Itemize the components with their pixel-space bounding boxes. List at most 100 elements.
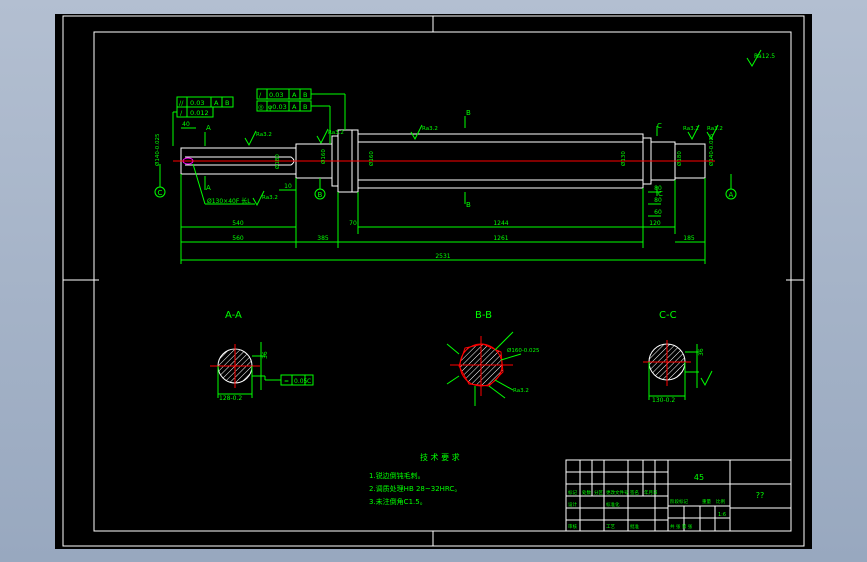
svg-text:标准化: 标准化 <box>606 501 620 508</box>
svg-text:A: A <box>292 91 297 99</box>
roughness-marks <box>244 124 719 207</box>
dimension-lines <box>180 127 706 264</box>
svg-text:80: 80 <box>654 197 662 204</box>
svg-text:C-C: C-C <box>659 310 677 321</box>
title-material: 45 <box>694 473 704 482</box>
title-scale: 1:6 <box>718 512 726 518</box>
svg-text:Ra3.2: Ra3.2 <box>256 132 272 138</box>
svg-text:Ø130×40F 长L: Ø130×40F 长L <box>207 197 251 205</box>
tolerance-frame-mid-text: / 0.03 A B ◎ φ0.03 A B <box>258 91 307 111</box>
svg-text:0.05: 0.05 <box>294 378 308 385</box>
svg-text:阶段标记: 阶段标记 <box>670 498 688 505</box>
svg-text:更改文件号: 更改文件号 <box>606 489 629 496</box>
roughness-general: Ra12.5 <box>746 49 775 67</box>
svg-text:C: C <box>158 189 163 197</box>
datum-b-mid: B <box>314 178 326 200</box>
svg-text:185: 185 <box>683 235 695 242</box>
datum-a-right: A <box>725 174 737 200</box>
svg-text:C: C <box>657 122 662 130</box>
section-cut-labels: A A B B C C <box>204 109 663 209</box>
svg-text:签名: 签名 <box>630 489 639 496</box>
svg-text:B: B <box>303 91 307 99</box>
inner-frame <box>93 31 792 532</box>
dimension-values: 540 560 385 1244 1261 120 185 2531 10 70… <box>182 121 695 260</box>
svg-text:B: B <box>225 99 229 107</box>
svg-text:审核: 审核 <box>568 523 577 530</box>
svg-text:Ø160: Ø160 <box>368 151 375 166</box>
title-drawing-no: ?? <box>756 491 765 500</box>
section-titles: A-A B-B C-C <box>225 310 677 321</box>
outer-frame <box>62 15 805 547</box>
note-line-3: 3.未注倒角C1.5。 <box>369 497 427 506</box>
svg-text:工艺: 工艺 <box>606 524 615 530</box>
svg-text:/: / <box>259 91 262 99</box>
svg-text:批准: 批准 <box>630 523 639 530</box>
drawing-sheet: Ra12.5 <box>62 15 805 547</box>
svg-text:共 张 第 张: 共 张 第 张 <box>670 523 693 530</box>
svg-text:130-0.2: 130-0.2 <box>652 397 675 404</box>
svg-text:40: 40 <box>182 121 190 128</box>
svg-text:Ø160-0.025: Ø160-0.025 <box>507 347 540 354</box>
svg-text:Ø180: Ø180 <box>274 154 281 169</box>
svg-text:Ra3.2: Ra3.2 <box>328 130 344 136</box>
notes-title: 技 术 要 求 <box>420 452 460 462</box>
note-line-1: 1.锐边倒钝毛刺。 <box>369 471 425 480</box>
svg-text:120: 120 <box>649 220 661 227</box>
tolerance-frame-left <box>172 96 234 146</box>
svg-text:A: A <box>214 99 219 107</box>
svg-text:560: 560 <box>232 235 244 242</box>
svg-text:0.03: 0.03 <box>269 91 283 99</box>
tolerance-frame-left-text: // 0.03 A B / 0.012 <box>179 99 229 117</box>
svg-text:B: B <box>466 201 471 209</box>
svg-text:B-B: B-B <box>475 310 492 321</box>
svg-text:A: A <box>206 184 211 192</box>
svg-text:128-0.2: 128-0.2 <box>219 395 242 402</box>
section-bb: Ø160-0.025 Ra3.2 <box>446 331 540 406</box>
note-line-2: 2.调质处理HB 28~32HRC。 <box>369 484 461 493</box>
technical-notes: 技 术 要 求 1.锐边倒钝毛刺。 2.调质处理HB 28~32HRC。 3.未… <box>369 452 461 506</box>
svg-text:C: C <box>658 190 663 198</box>
svg-text:Ø130: Ø130 <box>620 151 627 166</box>
svg-text:处数: 处数 <box>582 489 591 496</box>
svg-text:分区: 分区 <box>594 489 603 496</box>
svg-text:比例: 比例 <box>716 498 725 505</box>
tolerance-frame-mid <box>256 88 346 144</box>
frame-center-marks <box>63 16 804 546</box>
svg-text:A-A: A-A <box>225 310 242 321</box>
svg-text:60: 60 <box>654 209 662 216</box>
svg-text:φ0.03: φ0.03 <box>268 103 287 111</box>
title-block: 标记 处数 分区 更改文件号 签名 年月日 设计 标准化 阶段标记 重量 比例 … <box>565 459 792 532</box>
svg-text:Ra12.5: Ra12.5 <box>754 53 775 60</box>
svg-text:Ra3.2: Ra3.2 <box>422 126 438 132</box>
section-aa: = 0.05 C 128-0.2 36 <box>210 342 314 402</box>
svg-text:Ra3.2: Ra3.2 <box>707 126 723 132</box>
svg-text:年月日: 年月日 <box>644 489 658 496</box>
svg-text:36: 36 <box>262 351 269 359</box>
svg-text:B: B <box>303 103 307 111</box>
svg-text:385: 385 <box>317 235 329 242</box>
svg-text:1244: 1244 <box>493 220 508 227</box>
svg-text:540: 540 <box>232 220 244 227</box>
svg-text://: // <box>179 99 184 107</box>
datum-c-left: C <box>154 164 166 198</box>
svg-text:B: B <box>318 191 323 199</box>
svg-text:/: / <box>180 109 183 117</box>
shaft-main-view <box>173 129 715 193</box>
svg-text:Ø140-0.025: Ø140-0.025 <box>708 133 715 166</box>
svg-text:2531: 2531 <box>435 253 450 260</box>
svg-text:C: C <box>307 378 311 385</box>
diameter-labels: Ø140-0.025 Ø180 Ø160 Ø160 Ø130 Ø180 Ø140… <box>154 133 715 169</box>
svg-text:◎: ◎ <box>258 103 264 111</box>
svg-text:0.012: 0.012 <box>190 109 209 117</box>
svg-text:10: 10 <box>284 183 292 190</box>
svg-text:A: A <box>292 103 297 111</box>
drawing-canvas[interactable]: Ra12.5 <box>55 14 812 549</box>
svg-text:重量: 重量 <box>702 498 711 505</box>
svg-text:Ra3.2: Ra3.2 <box>683 126 699 132</box>
svg-text:Ø180: Ø180 <box>676 151 683 166</box>
roughness-labels: Ra3.2 Ra3.2 Ra3.2 Ra3.2 Ra3.2 Ra3.2 <box>256 126 723 201</box>
svg-text:=: = <box>284 378 289 385</box>
svg-text:Ra3.2: Ra3.2 <box>513 388 529 394</box>
svg-text:A: A <box>206 124 211 132</box>
